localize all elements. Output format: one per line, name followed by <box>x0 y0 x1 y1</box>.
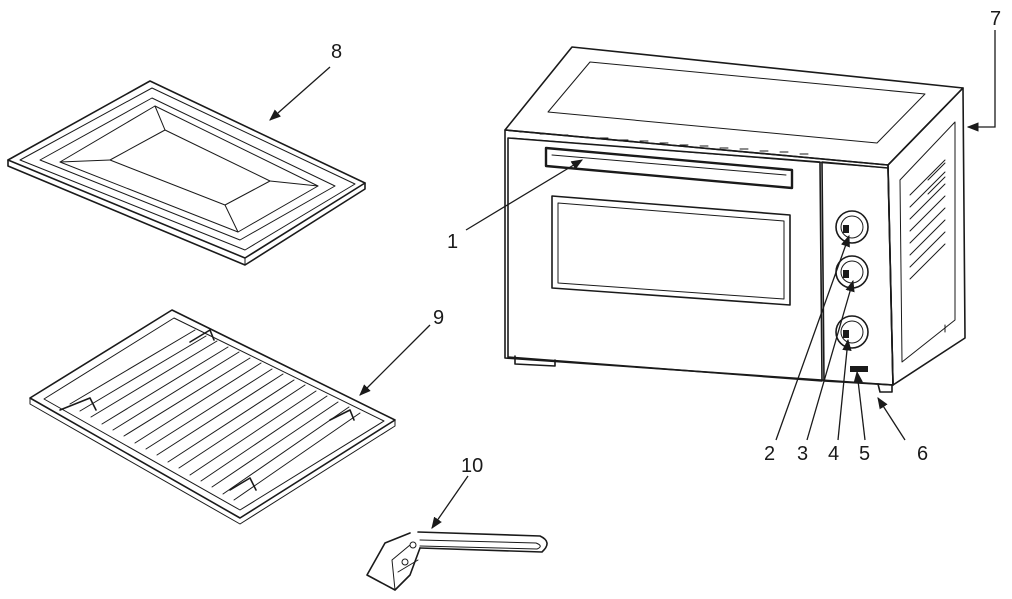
callout-10: 10 <box>461 455 483 477</box>
callout-4: 4 <box>828 443 839 465</box>
callout-5: 5 <box>859 443 870 465</box>
callout-8: 8 <box>331 41 342 63</box>
callout-6: 6 <box>917 443 928 465</box>
knob-3 <box>835 315 869 349</box>
knob-1 <box>835 210 869 244</box>
callout-3: 3 <box>797 443 808 465</box>
callout-9: 9 <box>433 307 444 329</box>
indicator-light <box>850 366 868 372</box>
wire-rack <box>29 309 396 525</box>
callout-2: 2 <box>764 443 775 465</box>
toaster-oven <box>504 46 966 393</box>
callout-labels: 1 2 3 4 5 6 7 8 9 10 <box>331 8 1001 477</box>
tray-handle <box>366 531 548 591</box>
callout-1: 1 <box>447 231 458 253</box>
baking-tray <box>7 80 366 266</box>
callout-7: 7 <box>990 8 1001 30</box>
leader-lines <box>269 30 996 529</box>
